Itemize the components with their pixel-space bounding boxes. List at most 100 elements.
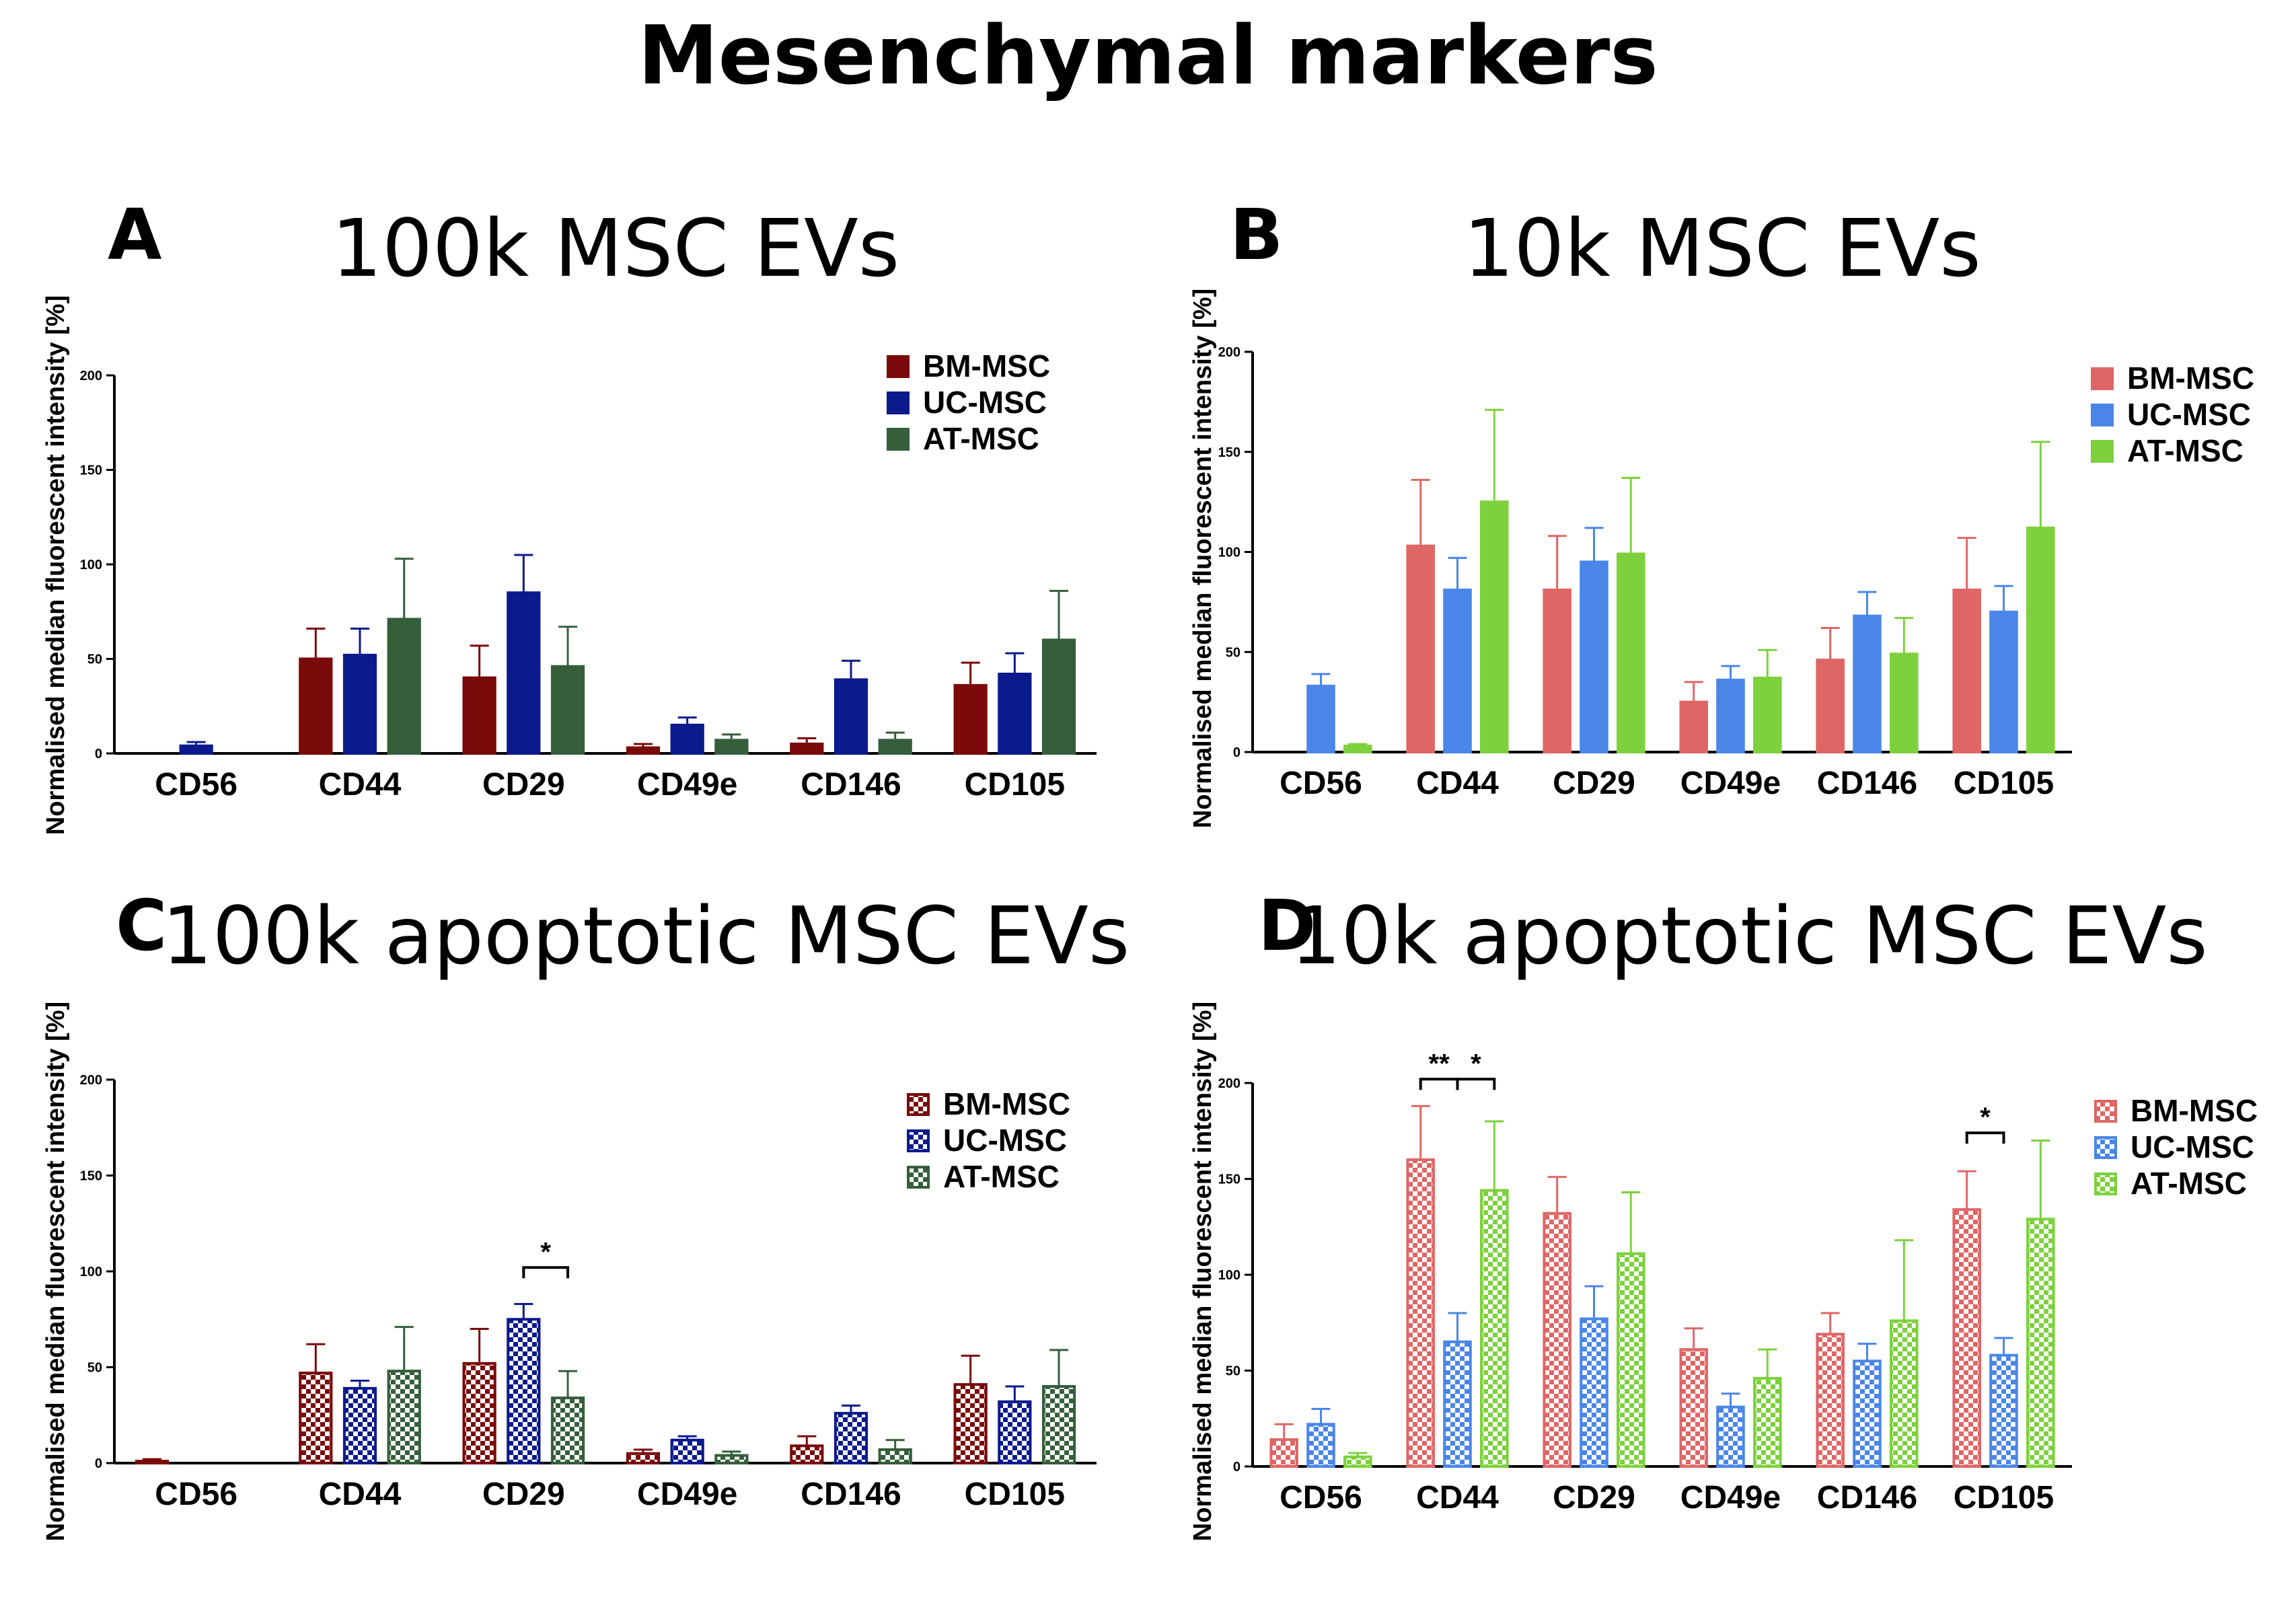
legend-label: UC-MSC bbox=[2131, 1129, 2254, 1164]
x-tick-label: CD49e bbox=[637, 767, 737, 803]
significance-bracket bbox=[1419, 1078, 1459, 1090]
bar-bm-msc-cd29 bbox=[1543, 589, 1571, 754]
y-tick-label: 0 bbox=[95, 747, 102, 761]
bar-uc-msc-cd146 bbox=[1853, 614, 1882, 754]
legend-swatch bbox=[2094, 1136, 2117, 1159]
x-tick-label: CD146 bbox=[801, 767, 901, 803]
bar-bm-msc-cd146 bbox=[790, 742, 824, 755]
y-tick-label: 100 bbox=[1218, 1268, 1240, 1283]
bar-bm-msc-cd49e bbox=[626, 1452, 661, 1464]
bar-uc-msc-cd29 bbox=[507, 1318, 541, 1464]
bar-at-msc-cd105 bbox=[1041, 638, 1076, 755]
legend-label: AT-MSC bbox=[2127, 433, 2244, 468]
legend-swatch bbox=[2091, 404, 2114, 426]
bar-bm-msc-cd146 bbox=[1816, 1333, 1845, 1468]
y-axis-label: Normalised median fluorescent intensity … bbox=[42, 1002, 70, 1541]
x-tick-label: CD105 bbox=[1954, 766, 2054, 801]
bar-bm-msc-cd105 bbox=[1952, 589, 1981, 754]
bar-at-msc-cd56 bbox=[1343, 745, 1372, 753]
legend-label: AT-MSC bbox=[2131, 1166, 2247, 1201]
y-tick-label: 200 bbox=[80, 1073, 102, 1088]
legend-label: UC-MSC bbox=[943, 1123, 1067, 1158]
bar-bm-msc-cd29 bbox=[1543, 1211, 1571, 1468]
x-tick-label: CD29 bbox=[482, 767, 565, 803]
bar-bm-msc-cd49e bbox=[1679, 700, 1708, 753]
legend-swatch bbox=[907, 1129, 930, 1152]
figure-title: Mesenchymal markers bbox=[638, 9, 1658, 103]
bar-uc-msc-cd44 bbox=[342, 653, 377, 755]
x-tick-label: CD29 bbox=[1553, 766, 1635, 801]
bar-at-msc-cd29 bbox=[550, 1396, 585, 1465]
bar-bm-msc-cd44 bbox=[299, 1372, 333, 1465]
bar-bm-msc-cd29 bbox=[462, 1362, 496, 1465]
bar-uc-msc-cd44 bbox=[1443, 589, 1472, 754]
y-tick-label: 50 bbox=[1226, 1364, 1240, 1379]
x-tick-label: CD105 bbox=[965, 1477, 1065, 1512]
y-axis-label: Normalised median fluorescent intensity … bbox=[42, 295, 70, 835]
legend-label: BM-MSC bbox=[923, 348, 1050, 383]
legend-swatch bbox=[907, 1093, 930, 1116]
bar-uc-msc-cd44 bbox=[1443, 1340, 1472, 1468]
bar-bm-msc-cd146 bbox=[790, 1444, 824, 1465]
significance-label: * bbox=[540, 1237, 551, 1267]
legend-label: AT-MSC bbox=[943, 1159, 1060, 1194]
bar-bm-msc-cd105 bbox=[953, 1383, 988, 1464]
x-tick-label: CD49e bbox=[1680, 766, 1781, 801]
bar-uc-msc-cd29 bbox=[1580, 1317, 1608, 1468]
bar-uc-msc-cd49e bbox=[670, 723, 704, 755]
legend-label: UC-MSC bbox=[923, 385, 1047, 420]
x-tick-label: CD44 bbox=[319, 767, 402, 803]
y-tick-label: 0 bbox=[1233, 1460, 1240, 1475]
bar-bm-msc-cd49e bbox=[626, 746, 661, 755]
bar-at-msc-cd105 bbox=[2026, 1218, 2055, 1468]
y-axis-label: Normalised median fluorescent intensity … bbox=[1189, 289, 1217, 828]
bar-uc-msc-cd146 bbox=[834, 678, 868, 755]
bar-uc-msc-cd146 bbox=[834, 1411, 868, 1464]
panel-letter: D bbox=[1258, 885, 1316, 967]
legend-swatch bbox=[2091, 440, 2114, 463]
bar-uc-msc-cd105 bbox=[1989, 610, 2018, 753]
bar-bm-msc-cd44 bbox=[1406, 1158, 1435, 1468]
bar-bm-msc-cd56 bbox=[135, 1460, 170, 1464]
bar-bm-msc-cd49e bbox=[1679, 1348, 1708, 1468]
bar-at-msc-cd49e bbox=[714, 1454, 749, 1465]
legend-label: BM-MSC bbox=[2127, 361, 2254, 396]
bar-bm-msc-cd44 bbox=[299, 657, 333, 755]
panel-letter: C bbox=[116, 885, 167, 967]
bar-uc-msc-cd56 bbox=[1306, 684, 1335, 754]
significance-label: ** bbox=[1429, 1049, 1450, 1078]
bar-uc-msc-cd44 bbox=[342, 1386, 377, 1465]
significance-bracket bbox=[1456, 1078, 1496, 1090]
y-tick-label: 50 bbox=[87, 1361, 102, 1376]
x-tick-label: CD44 bbox=[319, 1477, 402, 1512]
bar-bm-msc-cd29 bbox=[462, 676, 496, 755]
bar-at-msc-cd146 bbox=[1890, 653, 1919, 753]
significance-label: * bbox=[1980, 1103, 1991, 1132]
bar-at-msc-cd44 bbox=[1480, 1189, 1509, 1468]
y-tick-label: 50 bbox=[87, 653, 102, 667]
bar-at-msc-cd44 bbox=[387, 1370, 421, 1464]
bar-uc-msc-cd29 bbox=[507, 591, 541, 755]
legend-label: AT-MSC bbox=[923, 421, 1039, 456]
x-tick-label: CD105 bbox=[1954, 1480, 2054, 1516]
legend-swatch bbox=[887, 355, 910, 378]
bar-at-msc-cd49e bbox=[1753, 676, 1782, 753]
bar-at-msc-cd105 bbox=[2026, 526, 2055, 753]
bar-at-msc-cd44 bbox=[387, 618, 421, 755]
y-tick-label: 100 bbox=[1218, 546, 1240, 560]
y-tick-label: 0 bbox=[95, 1456, 102, 1471]
y-tick-label: 0 bbox=[1233, 745, 1240, 760]
y-tick-label: 200 bbox=[1218, 1076, 1240, 1091]
bar-bm-msc-cd105 bbox=[953, 683, 988, 755]
bar-uc-msc-cd49e bbox=[670, 1438, 704, 1465]
x-tick-label: CD146 bbox=[1817, 1480, 1917, 1516]
bar-uc-msc-cd56 bbox=[179, 744, 213, 755]
bar-bm-msc-cd44 bbox=[1406, 544, 1435, 753]
bar-at-msc-cd49e bbox=[714, 739, 749, 755]
bar-uc-msc-cd105 bbox=[998, 672, 1032, 755]
bar-at-msc-cd29 bbox=[1617, 1252, 1645, 1468]
